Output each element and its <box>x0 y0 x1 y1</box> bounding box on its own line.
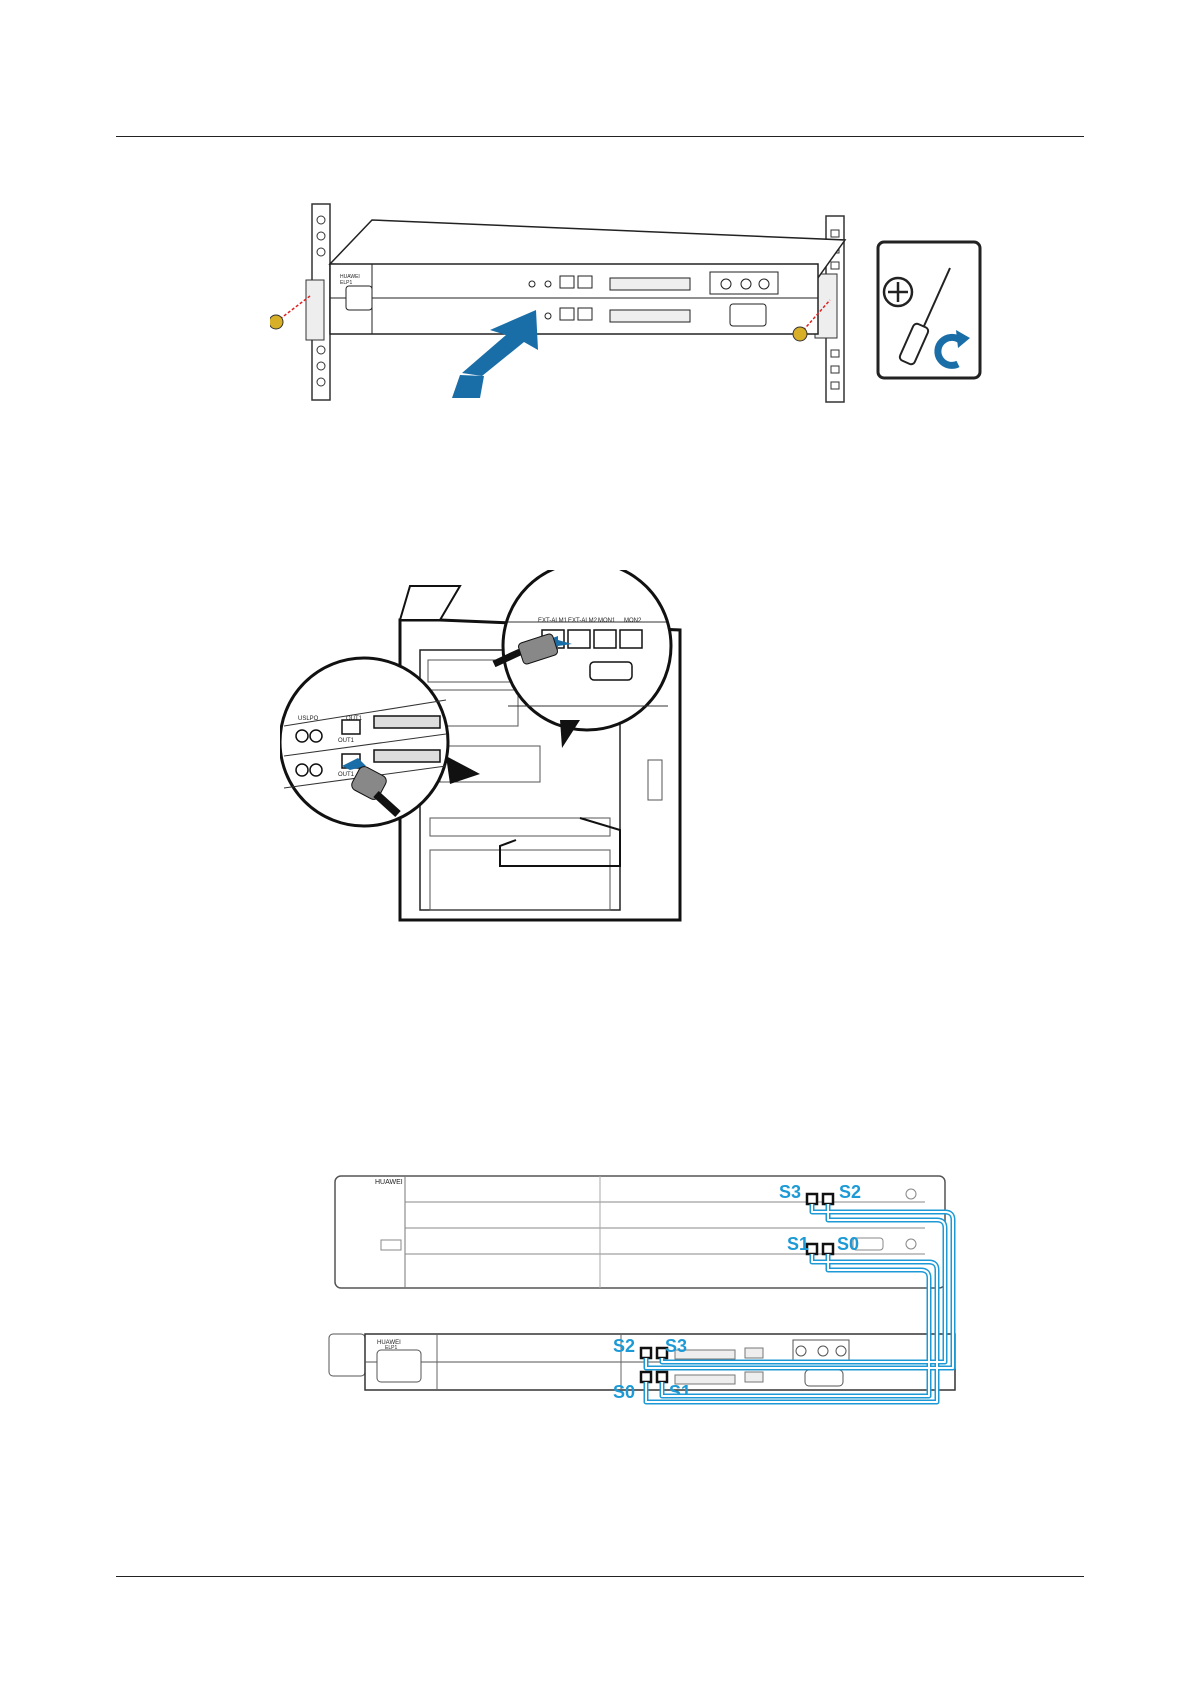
label-top-s1: S1 <box>787 1234 809 1254</box>
panel-label-uslpo: USLPO <box>298 716 319 722</box>
label-bottom-s0: S0 <box>613 1382 635 1402</box>
label-bottom-s2: S2 <box>613 1336 635 1356</box>
header-rule <box>116 136 1084 137</box>
left-screw <box>270 296 310 329</box>
figure-cable-interconnection: HUAWEI S3 S2 S1 S0 HUAWEI ELP1 <box>325 1172 975 1422</box>
screwdriver-tool-icon <box>878 242 980 378</box>
label-top-s0: S0 <box>837 1234 859 1254</box>
left-rack-rail <box>306 204 330 400</box>
bottom-unit-model: ELP1 <box>385 1345 397 1351</box>
figure-cabinet-cable-connection: EXT-ALM1 EXT-ALM2 MON1 MON2 USLPO OUT1 O… <box>280 570 730 930</box>
port-label-mon1: MON1 <box>598 618 616 624</box>
label-top-s3: S3 <box>779 1182 801 1202</box>
device-model: ELP1 <box>340 280 352 286</box>
panel-label-out1-a: OUT1 <box>338 738 355 744</box>
label-bottom-s3: S3 <box>665 1336 687 1356</box>
port-label-ext-alm1: EXT-ALM1 <box>538 618 568 624</box>
label-top-s2: S2 <box>839 1182 861 1202</box>
label-bottom-s1: S1 <box>669 1382 691 1402</box>
port-label-mon2: MON2 <box>624 618 642 624</box>
panel-label-out1-c: OUT1 <box>338 772 355 778</box>
footer-rule <box>116 1576 1084 1577</box>
figure-rack-installation: HUAWEI ELP1 <box>270 200 990 410</box>
top-chassis-brand: HUAWEI <box>375 1179 403 1186</box>
port-label-ext-alm2: EXT-ALM2 <box>568 618 598 624</box>
elp-device: HUAWEI ELP1 <box>330 220 845 334</box>
